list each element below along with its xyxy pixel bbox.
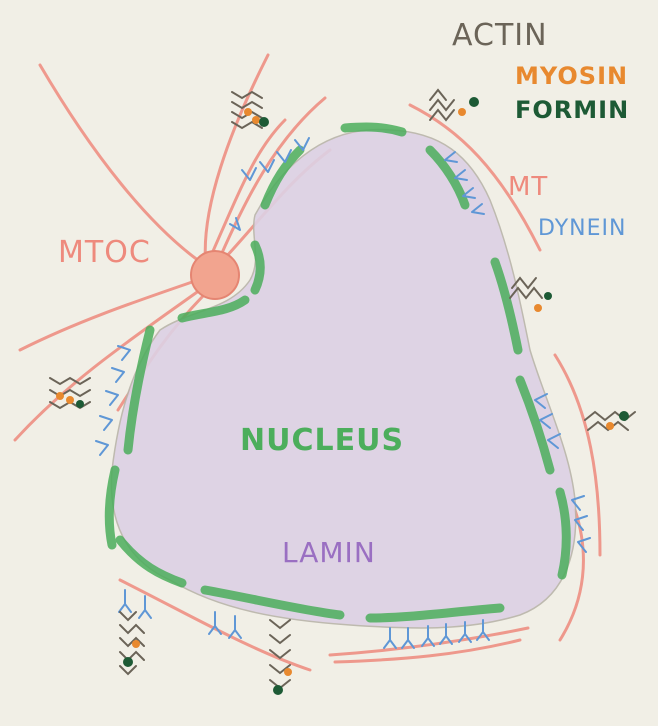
legend-myosin: MYOSIN bbox=[515, 62, 628, 90]
mtoc-icon bbox=[191, 251, 239, 299]
label-nucleus: NUCLEUS bbox=[240, 423, 404, 458]
legend-formin: FORMIN bbox=[515, 96, 629, 124]
legend-mt: MT bbox=[508, 172, 548, 202]
label-lamin: LAMIN bbox=[282, 536, 376, 569]
label-mtoc: MTOC bbox=[58, 235, 151, 270]
legend-dynein: DYNEIN bbox=[538, 216, 626, 241]
legend-actin: ACTIN bbox=[452, 18, 548, 53]
